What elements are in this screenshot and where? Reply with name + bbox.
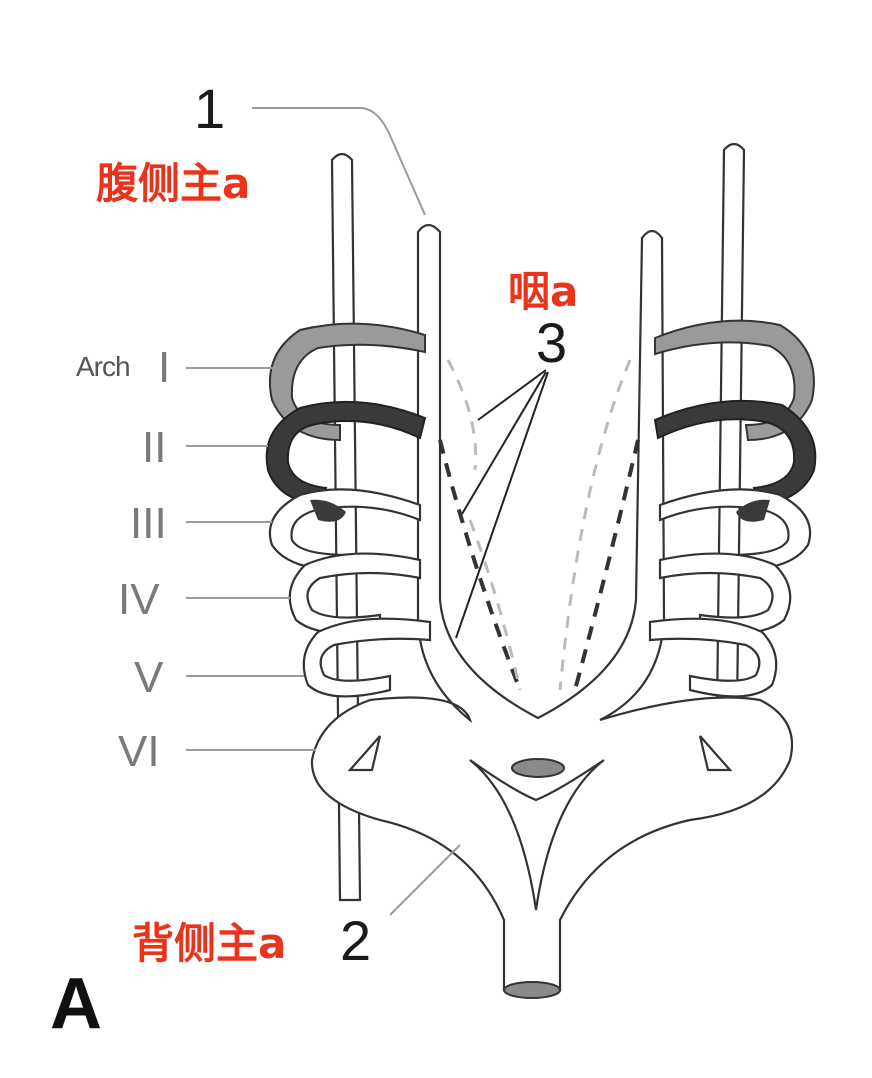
label-arch-I: I	[158, 343, 170, 392]
label-pharyngeal-artery: 咽a	[508, 267, 578, 316]
right-arch-VI	[698, 735, 733, 772]
label-number-3: 3	[536, 311, 567, 374]
pointer-3	[455, 369, 549, 639]
label-arch-VI: VI	[118, 727, 160, 776]
left-arch-I	[268, 322, 426, 442]
pharyngeal-artery-dashes	[438, 359, 640, 691]
label-arch-II: II	[142, 423, 166, 472]
label-number-2: 2	[340, 909, 371, 972]
label-dorsal-aorta: 背侧主a	[132, 919, 286, 968]
label-arch: Arch	[76, 351, 130, 382]
label-ventral-aorta: 腹侧主a	[96, 159, 250, 208]
label-arch-III: III	[130, 499, 167, 548]
leader-1	[252, 107, 426, 216]
panel-letter: A	[50, 964, 102, 1044]
right-arch-V	[648, 617, 778, 698]
left-arch-VI	[347, 735, 382, 772]
right-arch-I	[654, 319, 815, 442]
leader-2	[389, 844, 461, 916]
label-arch-IV: IV	[118, 575, 160, 624]
label-number-1: 1	[194, 77, 225, 140]
aortic-trunk	[310, 223, 794, 999]
label-arch-V: V	[134, 653, 164, 702]
left-arch-V	[302, 617, 432, 698]
